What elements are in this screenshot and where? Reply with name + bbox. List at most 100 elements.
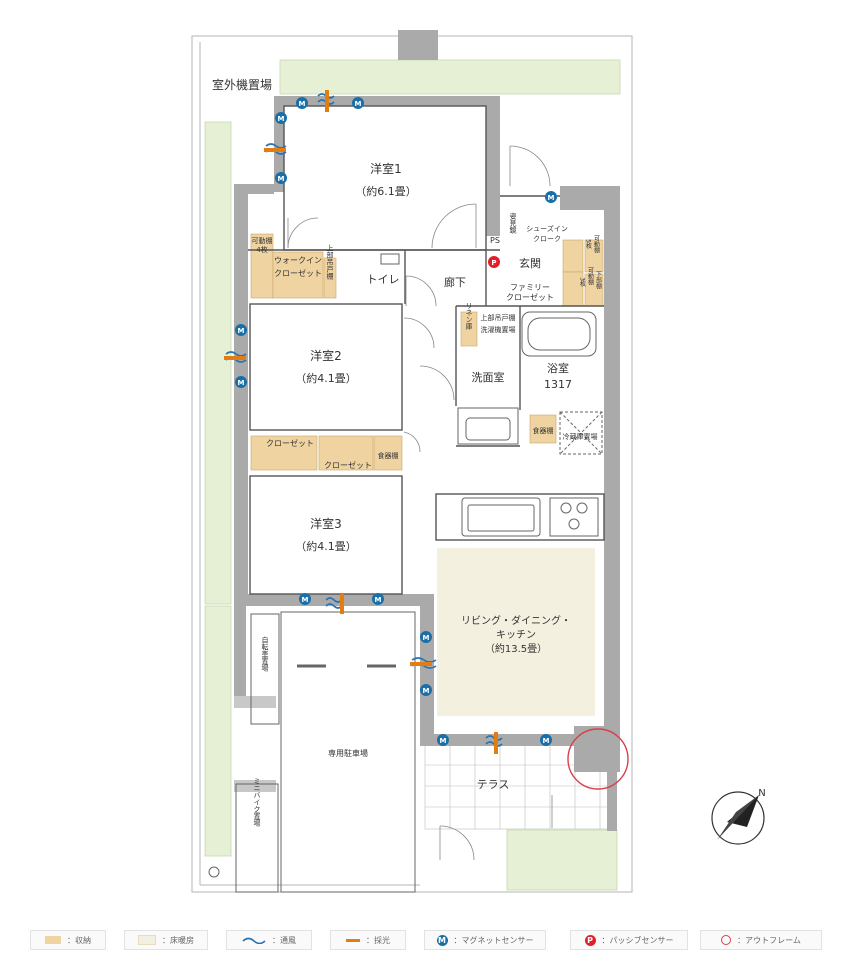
magnet-sensors — [235, 97, 557, 746]
svg-text:M: M — [302, 596, 309, 604]
daylight-swatch — [346, 938, 360, 942]
magnet-sensor — [235, 376, 247, 388]
daylight-markers — [224, 90, 498, 754]
garden-areas — [204, 59, 621, 891]
svg-text:廊下: 廊下 — [444, 275, 466, 289]
outframe-ring-icon — [721, 935, 732, 945]
storage-swatch — [45, 936, 61, 944]
legend-passive: P ：パッシブセンサー — [570, 930, 688, 950]
svg-text:クローゼット: クローゼット — [274, 268, 322, 278]
magnet-sensor — [296, 97, 308, 109]
svg-text:M: M — [278, 115, 285, 123]
svg-text:ファミリー: ファミリー — [510, 283, 550, 292]
svg-text:姿見鏡: 姿見鏡 — [509, 212, 517, 235]
svg-text:下部棚: 下部棚 — [595, 271, 602, 290]
svg-text:M: M — [440, 737, 447, 745]
svg-text:専用駐車場: 専用駐車場 — [328, 748, 368, 758]
legend-storage: ：収納 — [30, 930, 106, 950]
magnet-sensor — [420, 684, 432, 696]
svg-text:クローゼット: クローゼット — [266, 438, 314, 448]
compass-icon — [711, 791, 765, 845]
svg-text:食器棚: 食器棚 — [378, 451, 399, 460]
floor-heating-area — [437, 548, 595, 716]
svg-text:M: M — [299, 100, 306, 108]
svg-text:M: M — [375, 596, 382, 604]
svg-text:M: M — [548, 194, 555, 202]
legend-floor-heating: ：床暖房 — [124, 930, 208, 950]
outdoor-unit-label: 室外機置場 — [212, 77, 272, 92]
magnet-sensor — [545, 191, 557, 203]
svg-text:シューズイン: シューズイン — [526, 224, 568, 233]
outframe-marker — [567, 728, 629, 790]
svg-text:自転車置場: 自転車置場 — [261, 636, 269, 673]
wave-icon — [242, 937, 266, 944]
svg-text:M: M — [355, 100, 362, 108]
svg-text:可動棚: 可動棚 — [252, 236, 273, 245]
svg-text:M: M — [543, 737, 550, 745]
magnet-sensor — [420, 631, 432, 643]
svg-text:冷蔵庫置場: 冷蔵庫置場 — [563, 432, 598, 441]
terrace-tiles — [424, 743, 611, 830]
svg-text:トイレ: トイレ — [367, 273, 400, 286]
svg-text:M: M — [238, 379, 245, 387]
svg-text:上部吊戸棚: 上部吊戸棚 — [481, 313, 516, 322]
svg-text:M: M — [423, 687, 430, 695]
sensor-letters: M M M M M M M M M M M M M P — [238, 100, 555, 745]
svg-text:クローゼット: クローゼット — [324, 460, 372, 470]
svg-text:5枚: 5枚 — [585, 239, 592, 250]
svg-text:ウォークイン: ウォークイン — [274, 256, 322, 265]
svg-text:リビング・ダイニング・: リビング・ダイニング・ — [461, 614, 571, 627]
magnet-sensor — [540, 734, 552, 746]
svg-text:クローゼット: クローゼット — [506, 292, 554, 302]
passive-sensor-icon: P — [584, 934, 596, 946]
svg-text:洋室2: 洋室2 — [310, 348, 342, 363]
fixtures — [208, 253, 603, 893]
svg-text:リネン庫: リネン庫 — [465, 302, 473, 331]
legend: ：収納 ：床暖房 ：通風 ：採光 M ：マグネットセンサー P ：パッシブセンサ… — [30, 926, 830, 956]
magnet-sensor — [299, 593, 311, 605]
western1-size: （約6.1畳） — [355, 184, 417, 198]
room-labels: 室外機置場 洋室1 （約6.1畳） 可動棚 4枚 ウォークイン クローゼット 上… — [212, 77, 766, 828]
magnet-sensor — [235, 324, 247, 336]
western1-label: 洋室1 — [370, 161, 402, 176]
svg-text:クローク: クローク — [533, 235, 561, 243]
interior-lines — [248, 105, 605, 595]
svg-text:洗面室: 洗面室 — [472, 370, 505, 384]
svg-text:M: M — [238, 327, 245, 335]
svg-text:（約13.5畳）: （約13.5畳） — [485, 642, 547, 655]
svg-text:可動棚: 可動棚 — [587, 267, 594, 286]
compass-north: N — [758, 788, 765, 799]
svg-text:浴室: 浴室 — [547, 361, 569, 375]
magnet-sensor — [372, 593, 384, 605]
svg-text:4枚: 4枚 — [256, 245, 267, 254]
magnet-sensor — [352, 97, 364, 109]
legend-magnet: M ：マグネットセンサー — [424, 930, 546, 950]
floor-heating-swatch — [138, 935, 156, 945]
svg-text:キッチン: キッチン — [496, 629, 536, 641]
svg-text:玄関: 玄関 — [519, 256, 541, 270]
passive-sensor — [488, 256, 500, 268]
svg-text:PS: PS — [490, 236, 500, 245]
svg-text:洗濯機置場: 洗濯機置場 — [481, 325, 516, 334]
svg-text:（約4.1畳）: （約4.1畳） — [295, 539, 357, 553]
svg-text:1317: 1317 — [544, 378, 572, 391]
svg-text:（約4.1畳）: （約4.1畳） — [295, 371, 357, 385]
magnet-sensor — [437, 734, 449, 746]
svg-text:P: P — [491, 259, 496, 267]
legend-ventilation: ：通風 — [226, 930, 312, 950]
svg-text:洋室3: 洋室3 — [310, 516, 342, 531]
svg-text:3枚: 3枚 — [579, 277, 586, 288]
svg-text:M: M — [423, 634, 430, 642]
magnet-sensor-icon: M — [436, 934, 448, 946]
svg-text:上部吊戸棚: 上部吊戸棚 — [326, 244, 334, 281]
door-swings — [287, 145, 553, 861]
svg-text:可動棚: 可動棚 — [593, 235, 600, 254]
svg-text:食器棚: 食器棚 — [533, 426, 554, 435]
legend-daylight: ：採光 — [330, 930, 406, 950]
svg-text:M: M — [278, 175, 285, 183]
legend-outframe: ：アウトフレーム — [700, 930, 822, 950]
svg-text:ミニバイク置場: ミニバイク置場 — [253, 778, 261, 828]
magnet-sensor — [275, 172, 287, 184]
svg-text:テラス: テラス — [477, 778, 510, 791]
